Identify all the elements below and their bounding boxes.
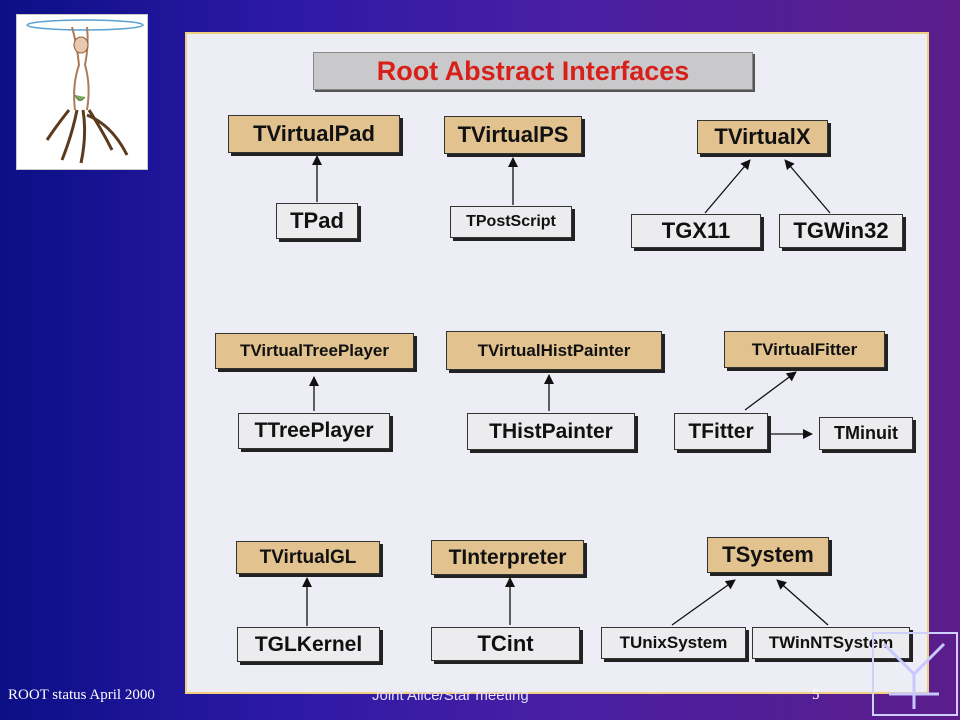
class-box-tvirtualhistpainter: TVirtualHistPainter (446, 331, 662, 370)
class-box-tvirtualpad: TVirtualPad (228, 115, 400, 153)
class-box-tinterpreter: TInterpreter (431, 540, 584, 575)
root-goddess-logo (16, 14, 148, 170)
class-box-tvirtualx: TVirtualX (697, 120, 828, 154)
class-box-tvirtualtreeplayer: TVirtualTreePlayer (215, 333, 414, 369)
arrow-twinntsystem-tsystem (776, 579, 829, 626)
class-box-tgx11: TGX11 (631, 214, 761, 248)
class-box-tvirtualfitter: TVirtualFitter (724, 331, 885, 368)
arrow-tfitter-tvirtualfitter (744, 371, 797, 411)
footer-center: Joint Alice/Star meeting (372, 687, 529, 704)
class-box-tpostscript: TPostScript (450, 206, 572, 238)
diagram-title: Root Abstract Interfaces (313, 52, 753, 90)
class-box-tgwin32: TGWin32 (779, 214, 903, 248)
footer-page-number: 5 (812, 687, 820, 703)
class-box-tvirtualgl: TVirtualGL (236, 541, 380, 574)
class-box-tunixsystem: TUnixSystem (601, 627, 746, 659)
class-box-thistpainter: THistPainter (467, 413, 635, 450)
class-box-ttreeplayer: TTreePlayer (238, 413, 390, 449)
corner-logo (872, 632, 958, 716)
footer-left: ROOT status April 2000 (8, 687, 155, 703)
class-box-twinntsystem: TWinNTSystem (752, 627, 910, 659)
class-box-tpad: TPad (276, 203, 358, 239)
class-box-tsystem: TSystem (707, 537, 829, 573)
arrow-tunixsystem-tsystem (671, 579, 736, 626)
class-box-tfitter: TFitter (674, 413, 768, 450)
arrow-tgwin32-tvirtualx (784, 159, 831, 214)
class-box-tvirtualps: TVirtualPS (444, 116, 582, 154)
class-box-tminuit: TMinuit (819, 417, 913, 450)
arrow-tgx11-tvirtualx (704, 159, 751, 214)
class-box-tcint: TCint (431, 627, 580, 661)
class-box-tglkernel: TGLKernel (237, 627, 380, 662)
